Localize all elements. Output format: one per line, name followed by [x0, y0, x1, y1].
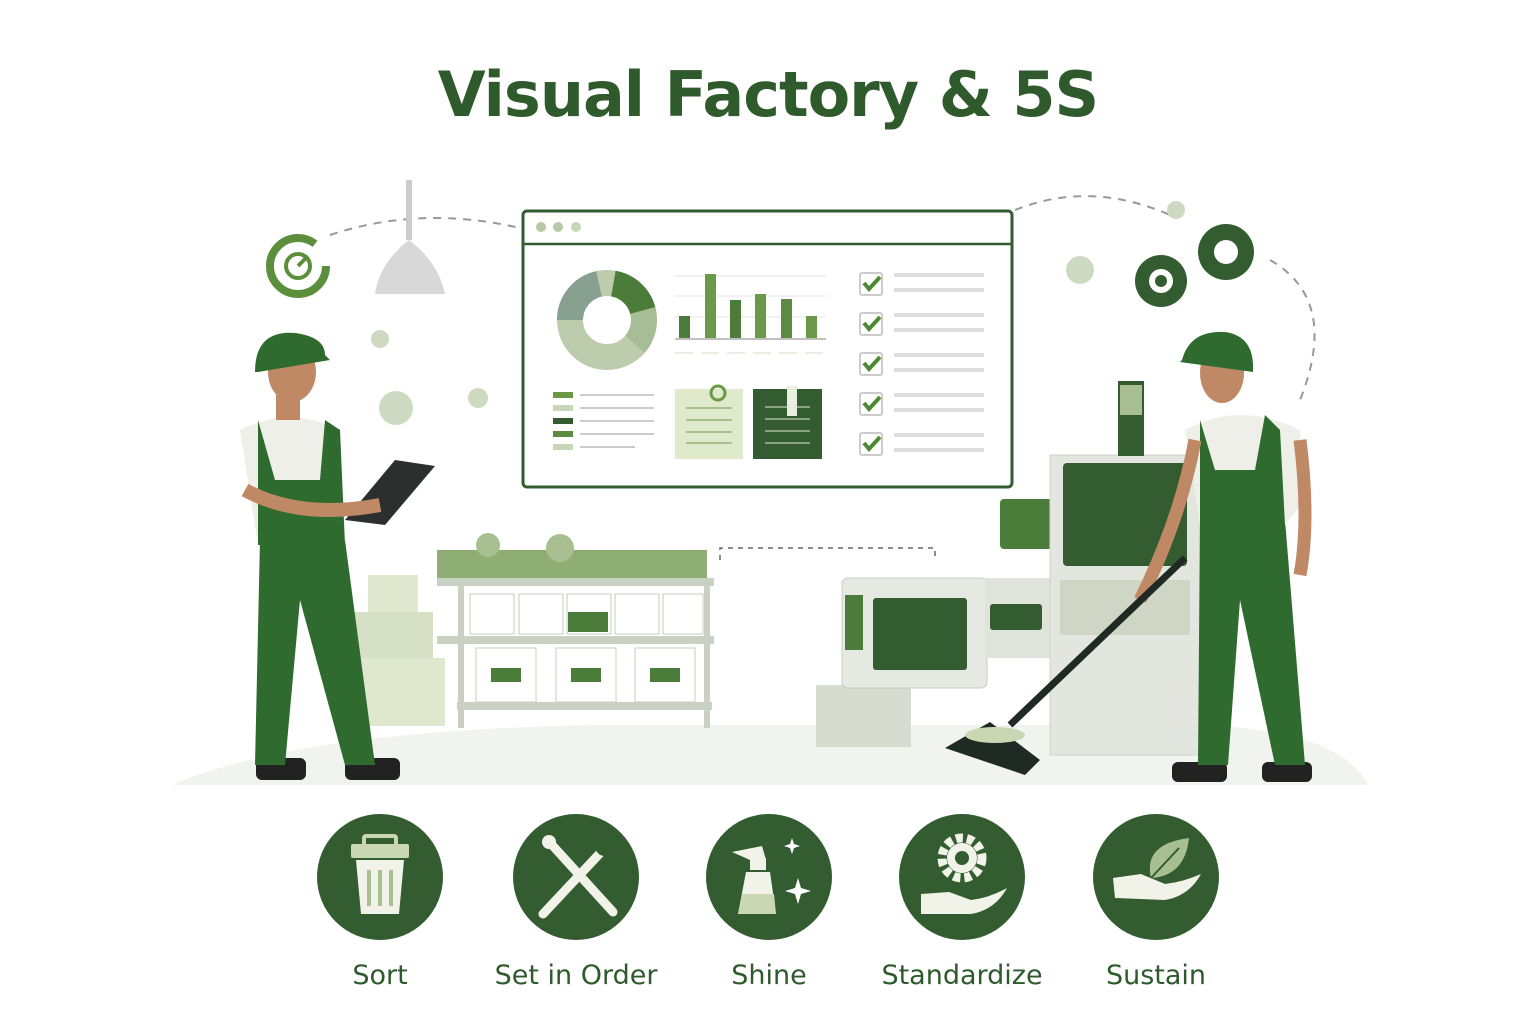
step-label: Sustain — [1105, 960, 1207, 991]
worker-left — [240, 332, 435, 780]
tools-icon — [513, 814, 639, 940]
step-set-in-order: Set in Order — [476, 814, 676, 991]
document-card — [753, 386, 822, 459]
step-sort: Sort — [280, 814, 480, 991]
timer-icon — [266, 234, 330, 298]
trash-icon — [317, 814, 443, 940]
lamp-icon — [375, 180, 445, 294]
donut-chart — [557, 270, 657, 370]
legend-list — [553, 392, 654, 450]
step-label: Set in Order — [494, 960, 658, 991]
worker-right — [945, 331, 1312, 782]
step-sustain: Sustain — [1056, 814, 1256, 991]
spray-bottle-icon — [706, 814, 832, 940]
leaf-hand-icon — [1093, 814, 1219, 940]
bar-chart — [675, 274, 826, 354]
note-card — [675, 384, 743, 459]
step-label: Shine — [731, 960, 807, 991]
page-title: Visual Factory & 5S — [437, 58, 1099, 131]
gear-icon — [1135, 224, 1254, 307]
shelf-unit — [437, 533, 714, 728]
decorative-dots — [371, 201, 1185, 425]
checklist — [859, 272, 984, 456]
step-label: Sort — [352, 960, 408, 991]
step-shine: Shine — [669, 814, 869, 991]
machine — [816, 381, 1201, 756]
gear-hand-icon — [899, 814, 1025, 940]
step-label: Standardize — [881, 960, 1043, 991]
storage-boxes — [355, 575, 445, 726]
dashboard-window — [521, 209, 1014, 489]
step-standardize: Standardize — [862, 814, 1062, 991]
